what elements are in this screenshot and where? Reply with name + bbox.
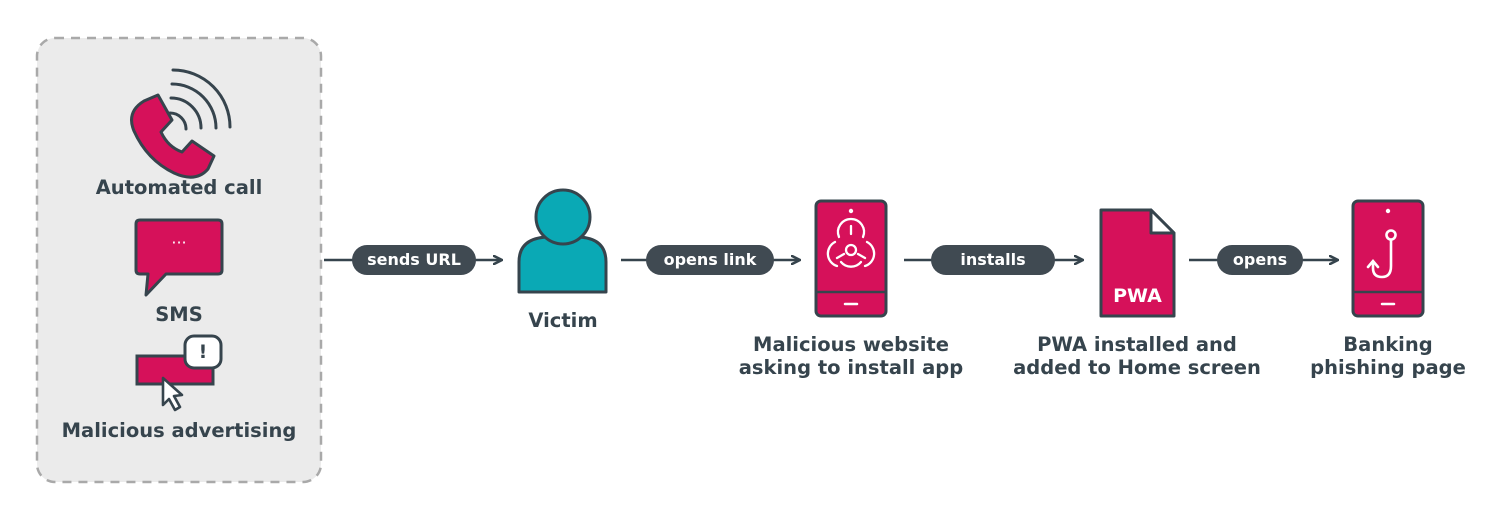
biohazard-icon xyxy=(826,217,876,268)
sends-url-pill: sends URL xyxy=(352,245,476,275)
opens-pill: opens xyxy=(1217,245,1303,275)
alert-badge-icon xyxy=(183,334,223,370)
malicious-website-line-1: Malicious website xyxy=(753,333,949,356)
sms-dots: ··· xyxy=(171,233,187,252)
alert-exclamation: ! xyxy=(198,341,208,363)
pwa-badge-text: PWA xyxy=(1113,285,1162,307)
pwa-file-icon xyxy=(1099,208,1176,318)
malicious-website-phone-icon xyxy=(814,199,888,318)
phishing-phone-icon xyxy=(1351,199,1425,318)
sms-label: SMS xyxy=(155,303,203,326)
victim-label: Victim xyxy=(528,309,598,332)
victim-person-icon xyxy=(517,188,608,294)
pwa-installed-line-1: PWA installed and xyxy=(1037,333,1237,356)
phishing-page-line-2: phishing page xyxy=(1310,356,1466,379)
automated-call-label: Automated call xyxy=(95,176,263,199)
pwa-installed-caption: PWA installed and added to Home screen xyxy=(1007,333,1267,379)
sms-bubble-icon xyxy=(134,218,224,297)
pwa-installed-line-2: added to Home screen xyxy=(1013,356,1261,379)
opens-link-pill: opens link xyxy=(646,245,774,275)
phishing-page-caption: Banking phishing page xyxy=(1308,333,1468,379)
malicious-website-caption: Malicious website asking to install app xyxy=(726,333,976,379)
malicious-advertising-label: Malicious advertising xyxy=(61,419,297,442)
phishing-page-line-1: Banking xyxy=(1343,333,1433,356)
fishing-hook-icon xyxy=(1366,229,1397,279)
phone-call-icon xyxy=(130,68,232,179)
installs-pill: installs xyxy=(931,245,1055,275)
malicious-website-line-2: asking to install app xyxy=(738,356,964,379)
